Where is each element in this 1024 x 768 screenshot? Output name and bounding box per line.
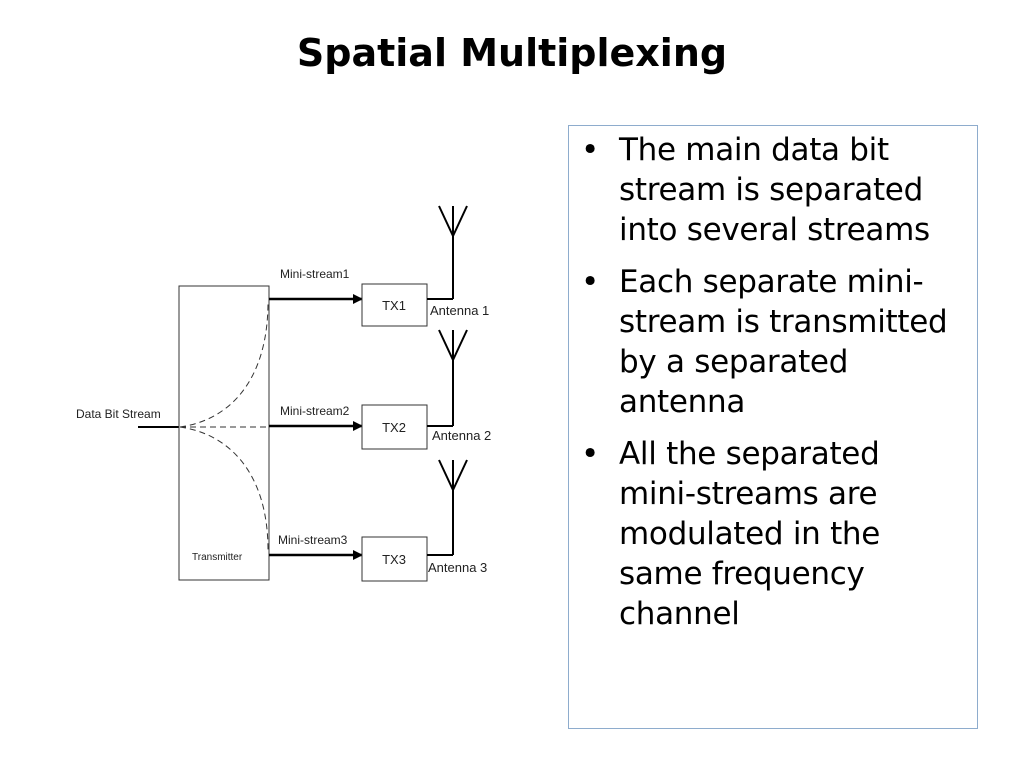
bullet-text: The main data bit stream is separated in… <box>619 132 930 248</box>
bullet-text: All the separated mini-streams are modul… <box>619 436 881 632</box>
tx-label-3: TX3 <box>382 552 406 567</box>
bullet-text: Each separate mini-stream is transmitted… <box>619 264 948 420</box>
bullet-marker: • <box>581 264 599 300</box>
split-path-lower <box>179 426 269 551</box>
tx-box-3 <box>361 536 428 582</box>
bullet-marker: • <box>581 436 599 472</box>
bullet-text-box: • The main data bit stream is separated … <box>568 125 978 729</box>
mini-stream-label-3: Mini-stream3 <box>278 533 348 547</box>
tx-label-2: TX2 <box>382 420 406 435</box>
antenna-icon-3 <box>438 459 468 491</box>
slide-title: Spatial Multiplexing <box>296 31 728 75</box>
mini-stream-label-1: Mini-stream1 <box>280 267 350 281</box>
antenna-label-3: Antenna 3 <box>428 560 487 575</box>
tx-box-1 <box>361 283 428 327</box>
bullet-item: • All the separated mini-streams are mod… <box>579 434 959 634</box>
antenna-icon-2 <box>438 329 468 361</box>
bullet-item: • Each separate mini-stream is transmitt… <box>579 262 959 422</box>
transmitter-box <box>178 285 270 581</box>
split-path-upper <box>179 301 269 428</box>
bullet-item: • The main data bit stream is separated … <box>579 130 959 250</box>
bullet-list: • The main data bit stream is separated … <box>579 130 959 634</box>
input-label: Data Bit Stream <box>76 407 161 421</box>
tx-box-2 <box>361 404 428 450</box>
bullet-marker: • <box>581 132 599 168</box>
antenna-label-1: Antenna 1 <box>430 303 489 318</box>
antenna-label-2: Antenna 2 <box>432 428 491 443</box>
tx-label-1: TX1 <box>382 298 406 313</box>
mini-stream-label-2: Mini-stream2 <box>280 404 350 418</box>
antenna-icon-1 <box>438 205 468 237</box>
transmitter-label: Transmitter <box>192 552 243 563</box>
